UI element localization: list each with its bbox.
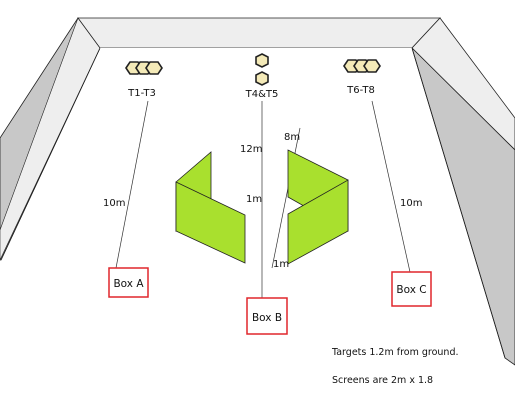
target-label-center: T4&T5 [245,89,279,100]
hex-target-icon [363,59,381,73]
box-b-label: Box B [252,312,282,324]
target-hexagons-left [125,61,163,75]
distance-label-center-top: 12m [240,144,262,155]
distance-label-inner-top: 1m [246,194,262,205]
screen-panel-right-front [287,179,349,265]
screen-enclosure [175,149,349,265]
right-wall-top [411,17,515,151]
target-label-right: T6-T8 [346,85,375,96]
distance-label-left: 10m [103,198,125,209]
back-wall-top [77,17,441,49]
target-label-left: T1-T3 [127,88,156,99]
hex-target-icon [145,61,163,75]
note-screens-size: Screens are 2m x 1.8 [332,375,433,386]
target-hexagons-center [255,53,269,86]
range-walls [0,17,515,366]
hex-target-icon [255,53,269,68]
hex-target-icon [255,71,269,86]
distance-line-diagonal [271,127,301,269]
distance-line-left [115,100,149,269]
distance-label-right: 10m [400,198,422,209]
note-targets-height: Targets 1.2m from ground. [331,347,459,358]
box-c-label: Box C [396,284,426,296]
box-b: Box B [246,297,288,335]
distance-line-right [371,100,411,273]
box-a-label: Box A [113,278,144,290]
distance-label-diagonal: 8m [284,132,300,143]
back-wall [100,48,412,100]
distance-label-inner-bottom: 1m [273,259,289,270]
distance-lines [115,100,411,298]
box-a: Box A [108,267,149,298]
screen-panel-left-front [175,181,246,264]
box-c: Box C [391,271,432,307]
target-hexagons-right [343,59,381,73]
